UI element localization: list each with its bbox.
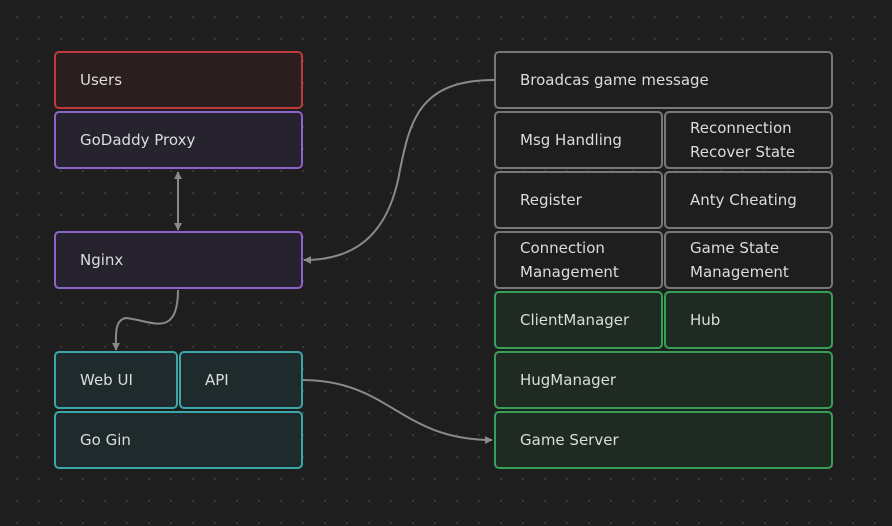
nginx-node[interactable]: Nginx bbox=[54, 231, 303, 289]
msg-handling-label: Msg Handling bbox=[520, 131, 622, 149]
go-gin-node[interactable]: Go Gin bbox=[54, 411, 303, 469]
register-label: Register bbox=[520, 191, 582, 209]
connection-management-node[interactable]: Connection Management bbox=[494, 231, 663, 289]
game-server-node[interactable]: Game Server bbox=[494, 411, 833, 469]
hug-manager-label: HugManager bbox=[520, 371, 617, 389]
users-label: Users bbox=[80, 71, 123, 89]
web-ui-node[interactable]: Web UI bbox=[54, 351, 178, 409]
broadcast-node[interactable]: Broadcas game message bbox=[494, 51, 833, 109]
godaddy-proxy-label: GoDaddy Proxy bbox=[80, 131, 196, 149]
api-node[interactable]: API bbox=[179, 351, 303, 409]
msg-handling-node[interactable]: Msg Handling bbox=[494, 111, 663, 169]
hug-manager-node[interactable]: HugManager bbox=[494, 351, 833, 409]
register-node[interactable]: Register bbox=[494, 171, 663, 229]
client-manager-label: ClientManager bbox=[520, 311, 630, 329]
web-ui-label: Web UI bbox=[80, 371, 133, 389]
edge-broadcast-nginx bbox=[303, 79, 495, 264]
anty-cheating-label: Anty Cheating bbox=[690, 191, 797, 209]
connection-management-label-line1: Connection bbox=[520, 239, 605, 257]
broadcast-label: Broadcas game message bbox=[520, 71, 709, 89]
godaddy-proxy-node[interactable]: GoDaddy Proxy bbox=[54, 111, 303, 169]
hub-label: Hub bbox=[690, 311, 721, 329]
game-state-management-node[interactable]: Game State Management bbox=[664, 231, 833, 289]
reconnection-node[interactable]: Reconnection Recover State bbox=[664, 111, 833, 169]
users-node[interactable]: Users bbox=[54, 51, 303, 109]
reconnection-label-line2: Recover State bbox=[690, 143, 796, 161]
edge-api-gameserver bbox=[301, 379, 493, 444]
reconnection-label-line1: Reconnection bbox=[690, 119, 792, 137]
edge-nginx-webui bbox=[111, 289, 179, 351]
connection-management-label-line2: Management bbox=[520, 263, 619, 281]
game-state-management-label-line2: Management bbox=[690, 263, 789, 281]
go-gin-label: Go Gin bbox=[80, 431, 131, 449]
game-server-label: Game Server bbox=[520, 431, 619, 449]
hub-node[interactable]: Hub bbox=[664, 291, 833, 349]
anty-cheating-node[interactable]: Anty Cheating bbox=[664, 171, 833, 229]
nginx-label: Nginx bbox=[80, 251, 124, 269]
api-label: API bbox=[205, 371, 229, 389]
client-manager-node[interactable]: ClientManager bbox=[494, 291, 663, 349]
game-state-management-label-line1: Game State bbox=[690, 239, 780, 257]
